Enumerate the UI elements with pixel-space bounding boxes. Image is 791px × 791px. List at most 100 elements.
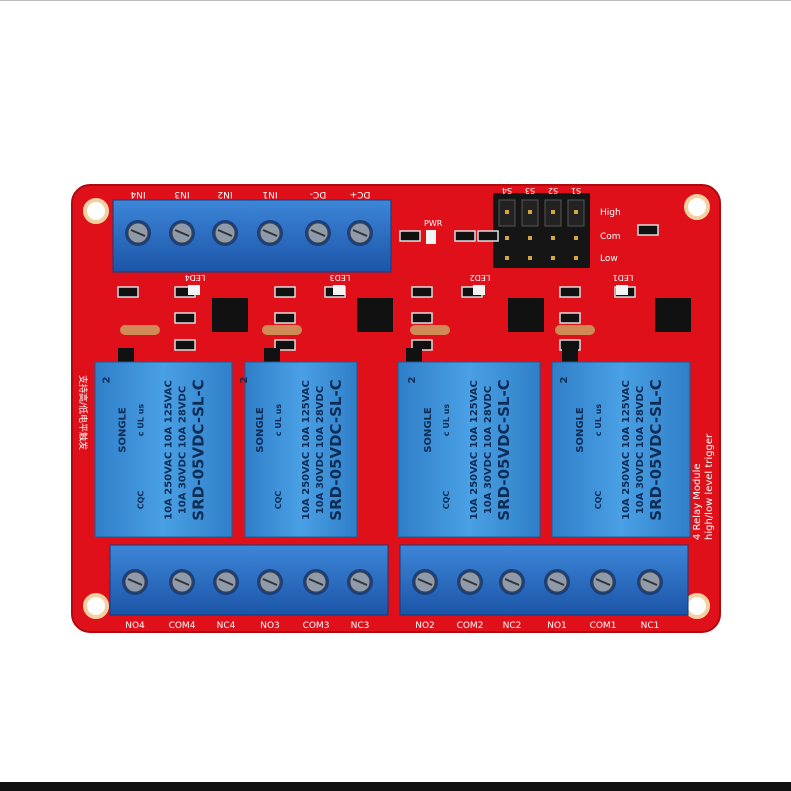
relay-body xyxy=(397,361,541,538)
input-pin-label: IN4 xyxy=(130,189,145,199)
relay-body xyxy=(551,361,691,538)
relay-rating-2: 10A 30VDC 10A 28VDC xyxy=(635,386,646,514)
relay-brand: SONGLE xyxy=(118,407,129,453)
header-pin xyxy=(574,236,578,240)
screw-slot xyxy=(174,578,190,586)
input-pin-label: IN1 xyxy=(262,189,277,199)
screw-slot xyxy=(130,229,146,237)
header-pin xyxy=(528,210,532,214)
ul-mark: c UL us xyxy=(594,404,603,437)
diode xyxy=(262,325,302,335)
smd-resistor xyxy=(274,286,296,298)
cqc-mark: CQC xyxy=(274,491,283,510)
screw-slot xyxy=(310,229,326,237)
screw-slot xyxy=(549,578,565,586)
output-pin-label: NO2 xyxy=(415,621,435,631)
status-led xyxy=(333,285,345,295)
smd-resistor xyxy=(399,230,421,242)
status-led xyxy=(188,285,200,295)
relay-model: SRD-05VDC-SL-C xyxy=(190,379,208,520)
jumper-mode-label: Low xyxy=(600,254,618,264)
output-pin-label: COM4 xyxy=(169,621,196,631)
relay-body xyxy=(244,361,358,538)
output-pin-label: NC4 xyxy=(217,621,236,631)
relay-model: SRD-05VDC-SL-C xyxy=(327,379,345,520)
transistor xyxy=(406,348,422,362)
transistor xyxy=(118,348,134,362)
input-pin-label: DC+ xyxy=(350,189,371,199)
cqc-mark: CQC xyxy=(137,491,146,510)
ul-mark: c UL us xyxy=(274,404,283,437)
transistor xyxy=(264,348,280,362)
smd-components xyxy=(117,224,691,362)
relay-pin-mark: 2 xyxy=(559,376,570,383)
jumper-label: S3 xyxy=(525,186,535,195)
mounting-holes xyxy=(83,194,710,619)
output-pin-label: NO3 xyxy=(260,621,280,631)
relay-rating-1: 10A 250VAC 10A 125VAC xyxy=(469,380,480,520)
header-pin xyxy=(551,256,555,260)
output-pin-label: NC1 xyxy=(641,621,660,631)
jumper-label: S2 xyxy=(548,186,558,195)
output-pin-label: COM2 xyxy=(457,621,484,631)
optocoupler xyxy=(508,298,544,332)
output-pin-label: NC3 xyxy=(351,621,370,631)
pwr-label: PWR xyxy=(424,219,443,228)
jumper-header[interactable] xyxy=(493,193,590,268)
relay-rating-2: 10A 30VDC 10A 28VDC xyxy=(483,386,494,514)
relay-pin-mark: 2 xyxy=(102,376,113,383)
screw-slot xyxy=(308,578,324,586)
screw-slot xyxy=(218,578,234,586)
cqc-mark: CQC xyxy=(594,491,603,510)
output-pin-label: COM3 xyxy=(303,621,330,631)
relay-rating-1: 10A 250VAC 10A 125VAC xyxy=(164,380,175,520)
header-pin xyxy=(505,256,509,260)
relay-model: SRD-05VDC-SL-C xyxy=(647,379,665,520)
header-pin xyxy=(574,210,578,214)
screw-slot xyxy=(352,229,368,237)
screw-slot xyxy=(217,229,233,237)
header-pin xyxy=(505,236,509,240)
smd-resistor xyxy=(454,230,476,242)
terminal-housing xyxy=(112,199,392,273)
header-pin xyxy=(505,210,509,214)
smd-resistor xyxy=(559,312,581,324)
ul-mark: c UL us xyxy=(442,404,451,437)
smd-resistor xyxy=(174,312,196,324)
relay-pin-mark: 2 xyxy=(239,376,250,383)
pwr-led xyxy=(426,230,436,244)
smd-resistor xyxy=(637,224,659,236)
screw-slot xyxy=(174,229,190,237)
relay-brand: SONGLE xyxy=(255,407,266,453)
optocoupler xyxy=(655,298,691,332)
smd-resistor xyxy=(559,286,581,298)
header-pin xyxy=(528,256,532,260)
side-text-cn: 支持高/低电平触发 xyxy=(77,375,89,450)
output-pin-label: NC2 xyxy=(503,621,522,631)
screw-slot xyxy=(504,578,520,586)
screw-slot xyxy=(642,578,658,586)
screw-slot xyxy=(262,229,278,237)
relay-rating-1: 10A 250VAC 10A 125VAC xyxy=(621,380,632,520)
optocoupler xyxy=(357,298,393,332)
relay-rating-2: 10A 30VDC 10A 28VDC xyxy=(178,386,189,514)
relay-pin-mark: 2 xyxy=(407,376,418,383)
diode xyxy=(410,325,450,335)
smd-resistor xyxy=(174,339,196,351)
side-text-en-2: high/low level trigger xyxy=(704,433,715,540)
relay-body xyxy=(94,361,233,538)
input-pin-label: IN3 xyxy=(174,189,189,199)
cqc-mark: CQC xyxy=(442,491,451,510)
transistor xyxy=(562,348,578,362)
jumper-label: S4 xyxy=(502,186,512,195)
jumper-mode-label: High xyxy=(600,208,621,218)
smd-resistor xyxy=(117,286,139,298)
relay-brand: SONGLE xyxy=(423,407,434,453)
header-pin xyxy=(528,236,532,240)
output-pin-label: NO1 xyxy=(547,621,567,631)
input-terminal-block xyxy=(112,199,392,273)
